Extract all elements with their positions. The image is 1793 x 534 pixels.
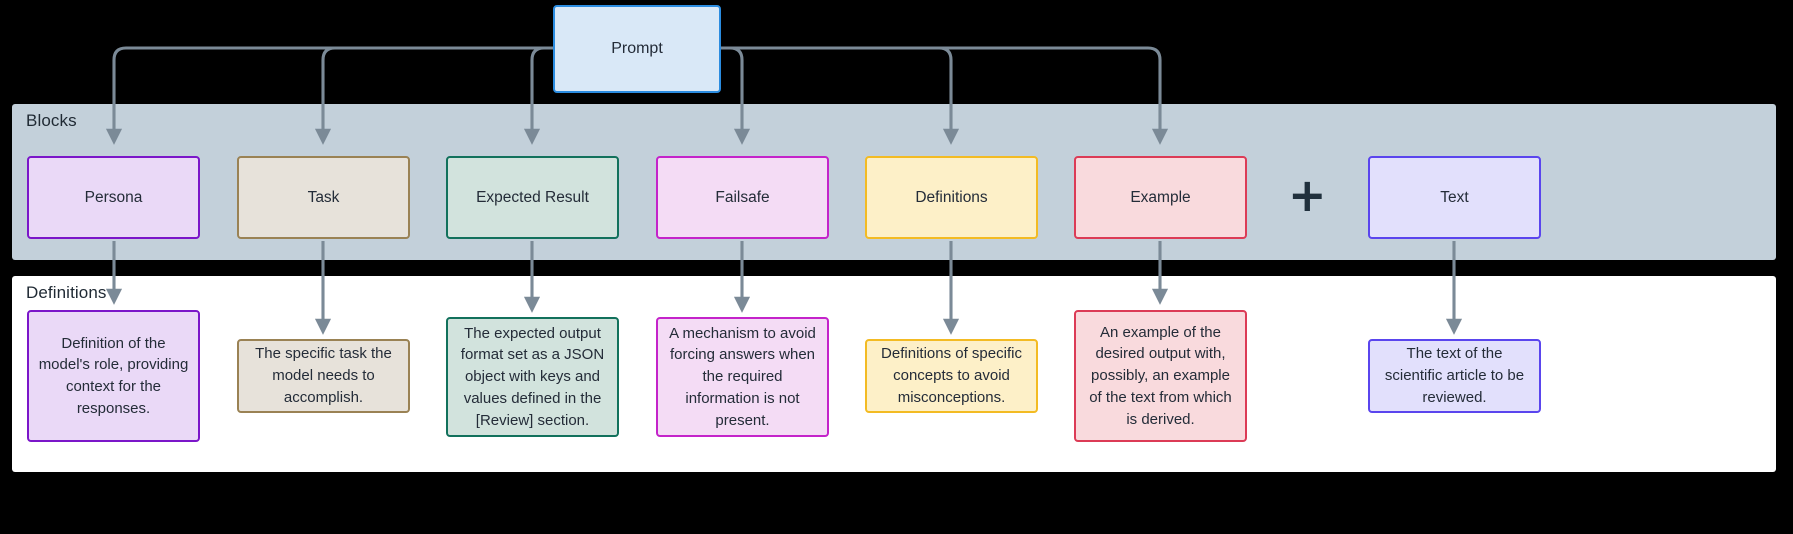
node-prompt-label: Prompt [611,39,663,57]
node-expected-result[interactable]: Expected Result [446,156,619,239]
desc-example[interactable]: An example of the desired output with, p… [1074,310,1247,442]
desc-persona-text: Definition of the model's role, providin… [38,334,189,417]
group-definitions-label: Definitions [26,283,107,302]
desc-expected-result-text: The expected output format set as a JSON… [460,324,605,429]
desc-task-text: The specific task the model needs to acc… [255,345,392,406]
desc-failsafe[interactable]: A mechanism to avoid forcing answers whe… [656,317,829,437]
node-persona-label: Persona [84,188,143,206]
node-expected-result-label: Expected Result [476,188,589,206]
desc-definitions[interactable]: Definitions of specific concepts to avoi… [865,339,1038,413]
desc-text-text: The text of the scientific article to be… [1384,345,1525,406]
node-example[interactable]: Example [1074,156,1247,239]
node-task[interactable]: Task [237,156,410,239]
node-task-label: Task [307,188,340,206]
node-failsafe-label: Failsafe [715,188,770,206]
desc-persona[interactable]: Definition of the model's role, providin… [27,310,200,442]
node-prompt[interactable]: Prompt [553,5,721,93]
desc-task[interactable]: The specific task the model needs to acc… [237,339,410,413]
node-text[interactable]: Text [1368,156,1541,239]
node-persona[interactable]: Persona [27,156,200,239]
desc-definitions-text: Definitions of specific concepts to avoi… [881,345,1022,406]
node-definitions-label: Definitions [915,188,988,206]
plus-operator-icon: + [1288,168,1327,222]
node-text-label: Text [1440,188,1469,206]
node-failsafe[interactable]: Failsafe [656,156,829,239]
node-definitions[interactable]: Definitions [865,156,1038,239]
desc-text[interactable]: The text of the scientific article to be… [1368,339,1541,413]
node-example-label: Example [1130,188,1191,206]
group-blocks-label: Blocks [26,111,77,130]
desc-failsafe-text: A mechanism to avoid forcing answers whe… [669,324,816,429]
desc-example-text: An example of the desired output with, p… [1089,323,1232,428]
desc-expected-result[interactable]: The expected output format set as a JSON… [446,317,619,437]
